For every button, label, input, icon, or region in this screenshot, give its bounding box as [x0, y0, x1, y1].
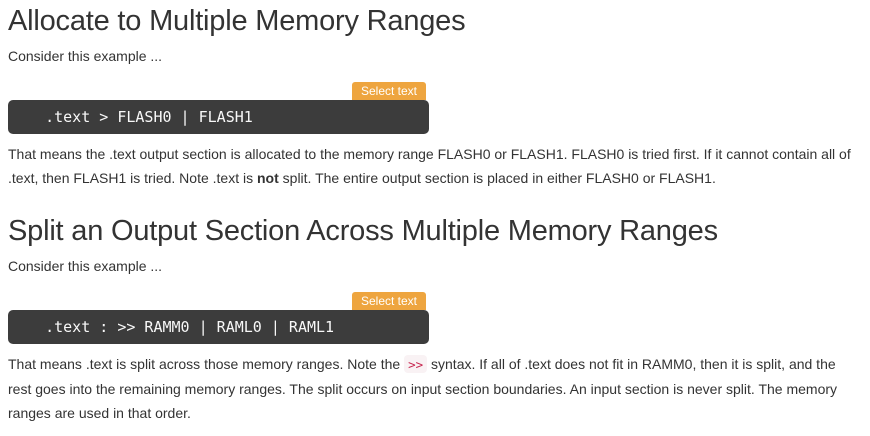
explanation-text: syntax. If all of .text does not fit in …	[8, 356, 838, 421]
code-block-allocate[interactable]: .text > FLASH0 | FLASH1	[8, 100, 429, 134]
explanation-text: split. The entire output section is plac…	[278, 170, 716, 186]
explanation-text: That means the .text output section is a…	[8, 146, 851, 186]
explanation-text: That means .text is split across those m…	[8, 356, 405, 372]
section-heading-split: Split an Output Section Across Multiple …	[8, 215, 718, 247]
section-allocate-multiple-memory-ranges: Allocate to Multiple Memory Ranges Consi…	[8, 4, 862, 190]
select-text-button[interactable]: Select text	[351, 82, 426, 100]
intro-text: Consider this example ...	[8, 258, 163, 274]
code-example-allocate: Select text .text > FLASH0 | FLASH1	[8, 82, 429, 134]
inline-code-shift-operator: >>	[404, 355, 428, 373]
explanation-paragraph: That means .text is split across those m…	[8, 352, 862, 425]
explanation-paragraph: That means the .text output section is a…	[8, 142, 862, 190]
section-heading-allocate: Allocate to Multiple Memory Ranges	[8, 5, 466, 37]
code-example-split: Select text .text : >> RAMM0 | RAML0 | R…	[8, 292, 429, 344]
intro-text: Consider this example ...	[8, 48, 163, 64]
section-split-output-section: Split an Output Section Across Multiple …	[8, 214, 862, 425]
code-block-split[interactable]: .text : >> RAMM0 | RAML0 | RAML1	[8, 310, 429, 344]
explanation-bold-text: not	[257, 170, 279, 186]
doc-content: Allocate to Multiple Memory Ranges Consi…	[8, 4, 862, 425]
select-text-button[interactable]: Select text	[351, 292, 426, 310]
